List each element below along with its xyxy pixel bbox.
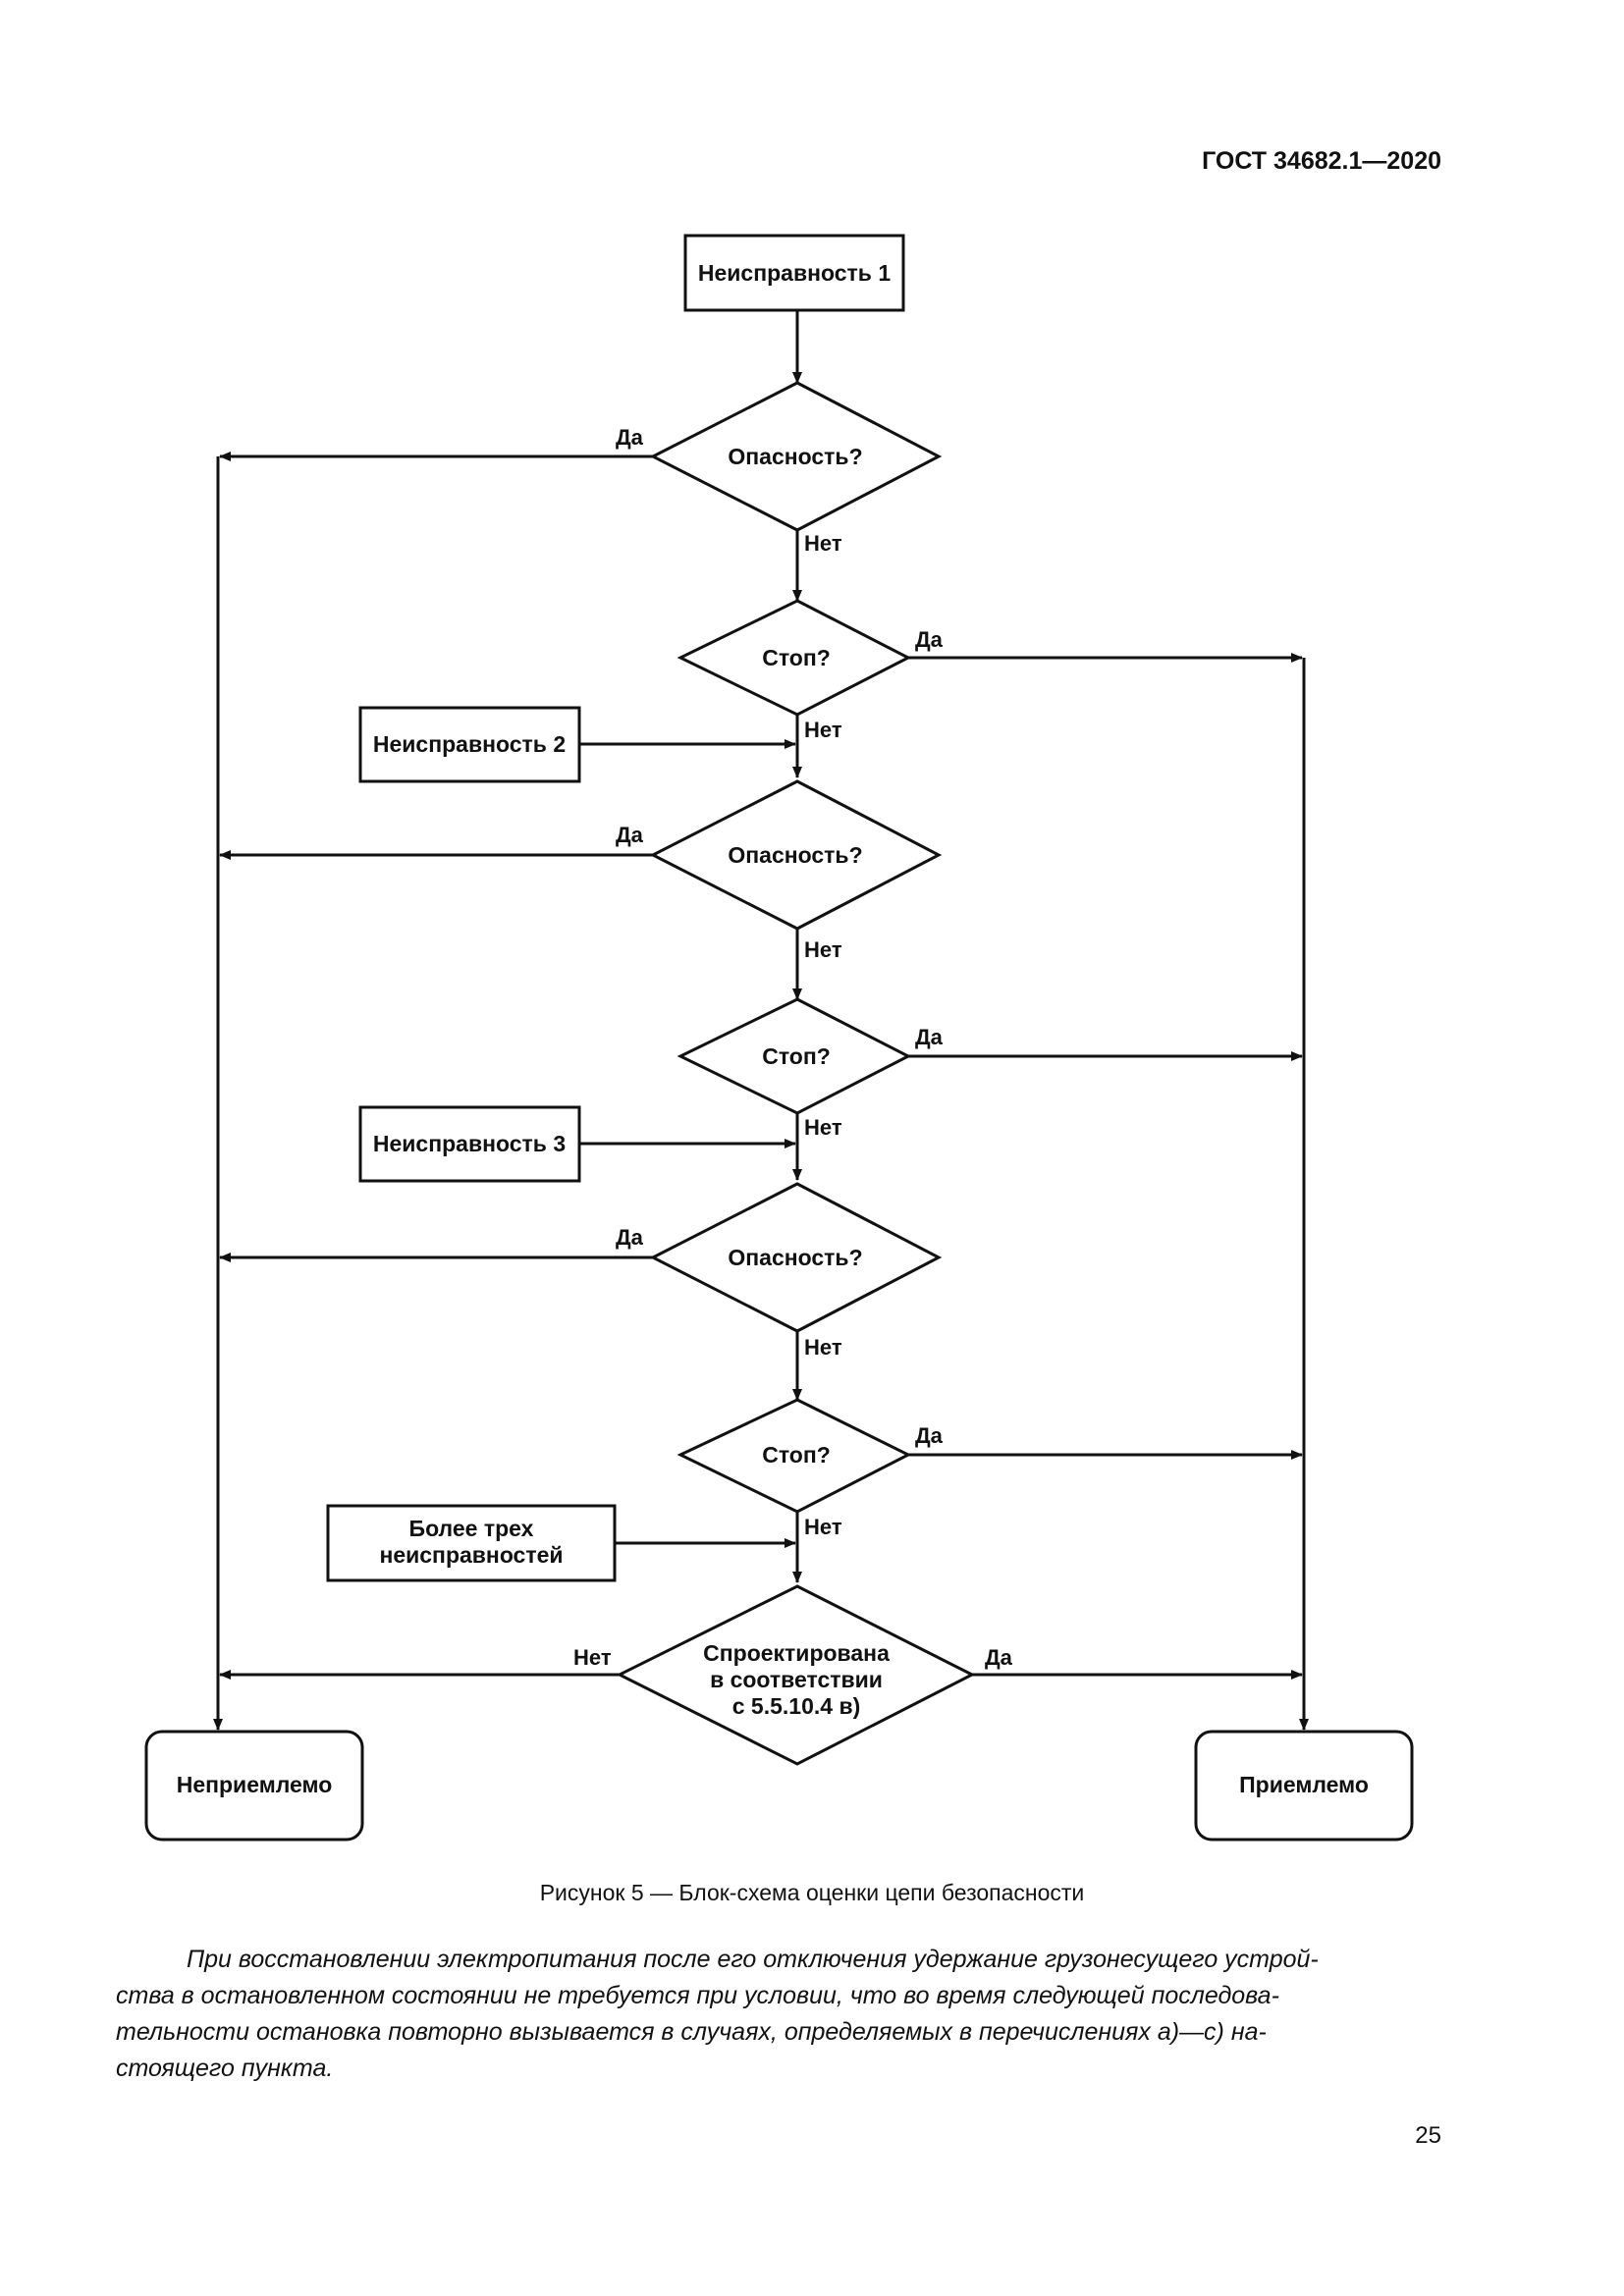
fault-3-box	[358, 1105, 581, 1183]
yes-label: Да	[915, 1025, 944, 1049]
no-label: Нет	[804, 531, 842, 556]
stop-decision-1	[677, 599, 912, 717]
paragraph-line: стоящего пункта.	[116, 2055, 334, 2082]
yes-label: Да	[616, 1225, 644, 1250]
danger-decision-1	[649, 381, 943, 532]
danger-label: Опасность?	[728, 444, 862, 469]
unacceptable-label: Неприемлемо	[177, 1772, 333, 1797]
more-faults-label-line1: Более трех	[409, 1516, 534, 1541]
page-number: 25	[1415, 2122, 1441, 2149]
unacceptable-terminal	[144, 1730, 364, 1842]
no-label: Нет	[573, 1645, 612, 1670]
designed-decision	[616, 1584, 976, 1766]
stop-label: Стоп?	[762, 645, 831, 670]
yes-label: Да	[616, 425, 644, 450]
fault-3-label: Неисправность 3	[373, 1131, 566, 1156]
flowchart: Неисправность 1 Неисправность 2 Неисправ…	[144, 234, 1414, 1842]
stop-label: Стоп?	[762, 1442, 831, 1468]
yes-label: Да	[985, 1645, 1013, 1670]
designed-label-line1: Спроектирована	[703, 1640, 890, 1666]
paragraph-line: тельности остановка повторно вызывается …	[116, 2018, 1267, 2046]
yes-label: Да	[616, 823, 644, 847]
fault-2-label: Неисправность 2	[373, 731, 566, 757]
danger-decision-2	[649, 779, 943, 931]
standard-number: ГОСТ 34682.1—2020	[1202, 147, 1441, 175]
no-label: Нет	[804, 937, 842, 962]
stop-decision-3	[677, 1398, 912, 1514]
designed-label-line3: с 5.5.10.4 в)	[732, 1693, 861, 1719]
body-paragraph: При восстановлении электропитания после …	[116, 1942, 1439, 2087]
acceptable-label: Приемлемо	[1239, 1772, 1369, 1797]
no-label: Нет	[804, 1515, 842, 1539]
no-label: Нет	[804, 1335, 842, 1360]
fault-1-label: Неисправность 1	[698, 260, 891, 286]
stop-decision-2	[677, 997, 912, 1115]
more-faults-label-line2: неисправностей	[379, 1542, 563, 1568]
stop-label: Стоп?	[762, 1043, 831, 1069]
paragraph-line: При восстановлении электропитания после …	[187, 1946, 1319, 1973]
fault-1-box	[683, 234, 905, 312]
acceptable-terminal	[1194, 1730, 1414, 1842]
no-label: Нет	[804, 1115, 842, 1140]
yes-label: Да	[915, 627, 944, 652]
more-faults-box	[326, 1504, 617, 1582]
danger-label: Опасность?	[728, 842, 862, 868]
danger-decision-3	[649, 1182, 943, 1333]
yes-label: Да	[915, 1423, 944, 1448]
no-label: Нет	[804, 718, 842, 742]
danger-label: Опасность?	[728, 1245, 862, 1270]
fault-2-box	[358, 706, 581, 783]
paragraph-line: ства в остановленном состоянии не требуе…	[116, 1982, 1279, 2009]
figure-caption: Рисунок 5 — Блок-схема оценки цепи безоп…	[539, 1880, 1085, 1905]
designed-label-line2: в соответствии	[710, 1667, 883, 1692]
